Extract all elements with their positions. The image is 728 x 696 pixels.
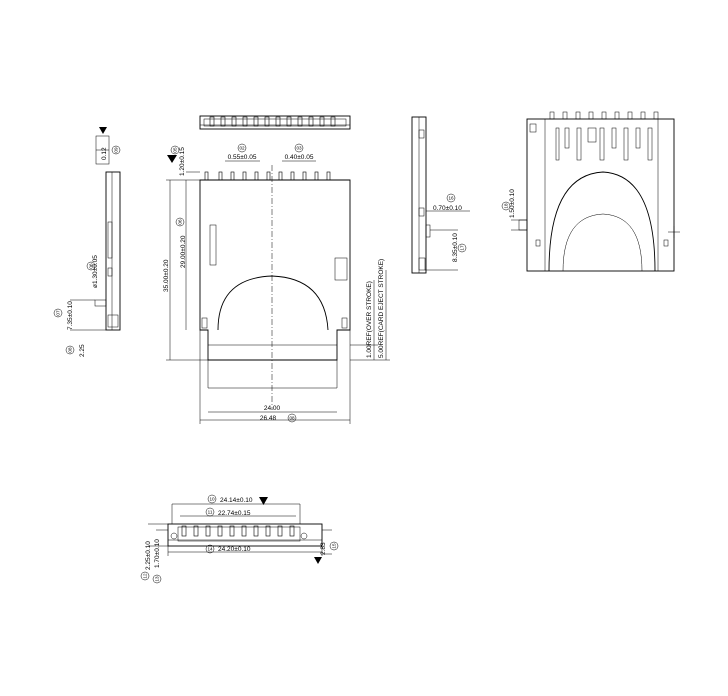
top-view-pins (209, 116, 336, 127)
dim-offset: 8.35±0.10 (452, 233, 459, 262)
dim-pitch-right: 0.40±0.05 (285, 154, 314, 161)
dim-eject-stroke: 5.00REF(CARD EJECT STROKE) (378, 259, 385, 358)
dim-right: 2.83 (320, 542, 327, 555)
tag-tab: 16 (448, 196, 454, 201)
left-side-view: 0.12 09 ø1.30±0.05 06 7.35±0.10 07 2.25 (53, 127, 121, 357)
dim-over-stroke: 1.00REF(OVER STROKE) (366, 281, 373, 358)
dim-inner-span: 22.74±0.15 (218, 510, 251, 517)
dim-total-length: 35.00±0.20 (163, 259, 170, 292)
tag-thickness: 08 (68, 347, 73, 353)
front-view-pins (204, 171, 331, 181)
dim-total-width: 26.48 (260, 415, 277, 422)
bottom-view-pins (181, 525, 295, 537)
dim-pin-height: 1.20±0.15 (179, 147, 186, 176)
tag-post-height: 07 (56, 310, 61, 316)
tag-pad-span: 10 (209, 497, 215, 502)
dim-inner-width: 24.00 (264, 405, 281, 412)
dim-pad-span: 24.14±0.10 (220, 497, 253, 504)
tag-total-width: 08 (289, 416, 295, 421)
tag-body-span: 14 (207, 547, 213, 552)
datum-triangle (167, 155, 177, 163)
top-view (199, 115, 351, 130)
tag-flatness: 09 (114, 147, 119, 153)
tag-inner-span: 11 (208, 510, 213, 515)
dim-tab: 0.70±0.10 (433, 205, 462, 212)
bottom-view: 10 24.14±0.10 11 22.74±0.15 14 24.20±0.1… (140, 494, 339, 584)
tag-pitch-right: 03 (296, 146, 302, 151)
tag-inner-length: 06 (178, 219, 183, 225)
tag-height: 12 (143, 573, 148, 579)
dim-flatness: 0.12 (101, 147, 108, 160)
right-side-view: 16 0.70±0.10 8.35±0.10 17 (411, 116, 470, 274)
front-view: 02 0.55±0.05 03 0.40±0.05 1.20±0.15 05 3… (163, 143, 390, 424)
dim-thickness: 2.25 (79, 344, 86, 357)
dim-body-span: 24.20±0.10 (218, 546, 251, 553)
tag-offset: 17 (460, 245, 465, 251)
rear-view-pins (529, 111, 659, 161)
dim-post-height: 7.35±0.10 (67, 301, 74, 330)
rear-view: 1.50±0.10 18 (501, 111, 680, 272)
dim-post-dia: ø1.30±0.05 (92, 255, 99, 288)
tag-standoff: 13 (155, 576, 160, 582)
tag-pin-height: 05 (173, 147, 178, 153)
dim-inner-length: 29.00±0.20 (180, 235, 187, 268)
tag-pitch-left: 02 (239, 146, 245, 151)
dim-standoff: 1.70±0.10 (154, 539, 161, 568)
tag-post: 18 (504, 203, 509, 209)
dim-post: 1.50±0.10 (509, 189, 516, 218)
dim-pitch-left: 0.55±0.05 (228, 154, 257, 161)
tag-right: 15 (332, 543, 337, 549)
tag-post-dia: 06 (89, 263, 94, 269)
dim-height: 2.25±0.10 (145, 541, 152, 570)
